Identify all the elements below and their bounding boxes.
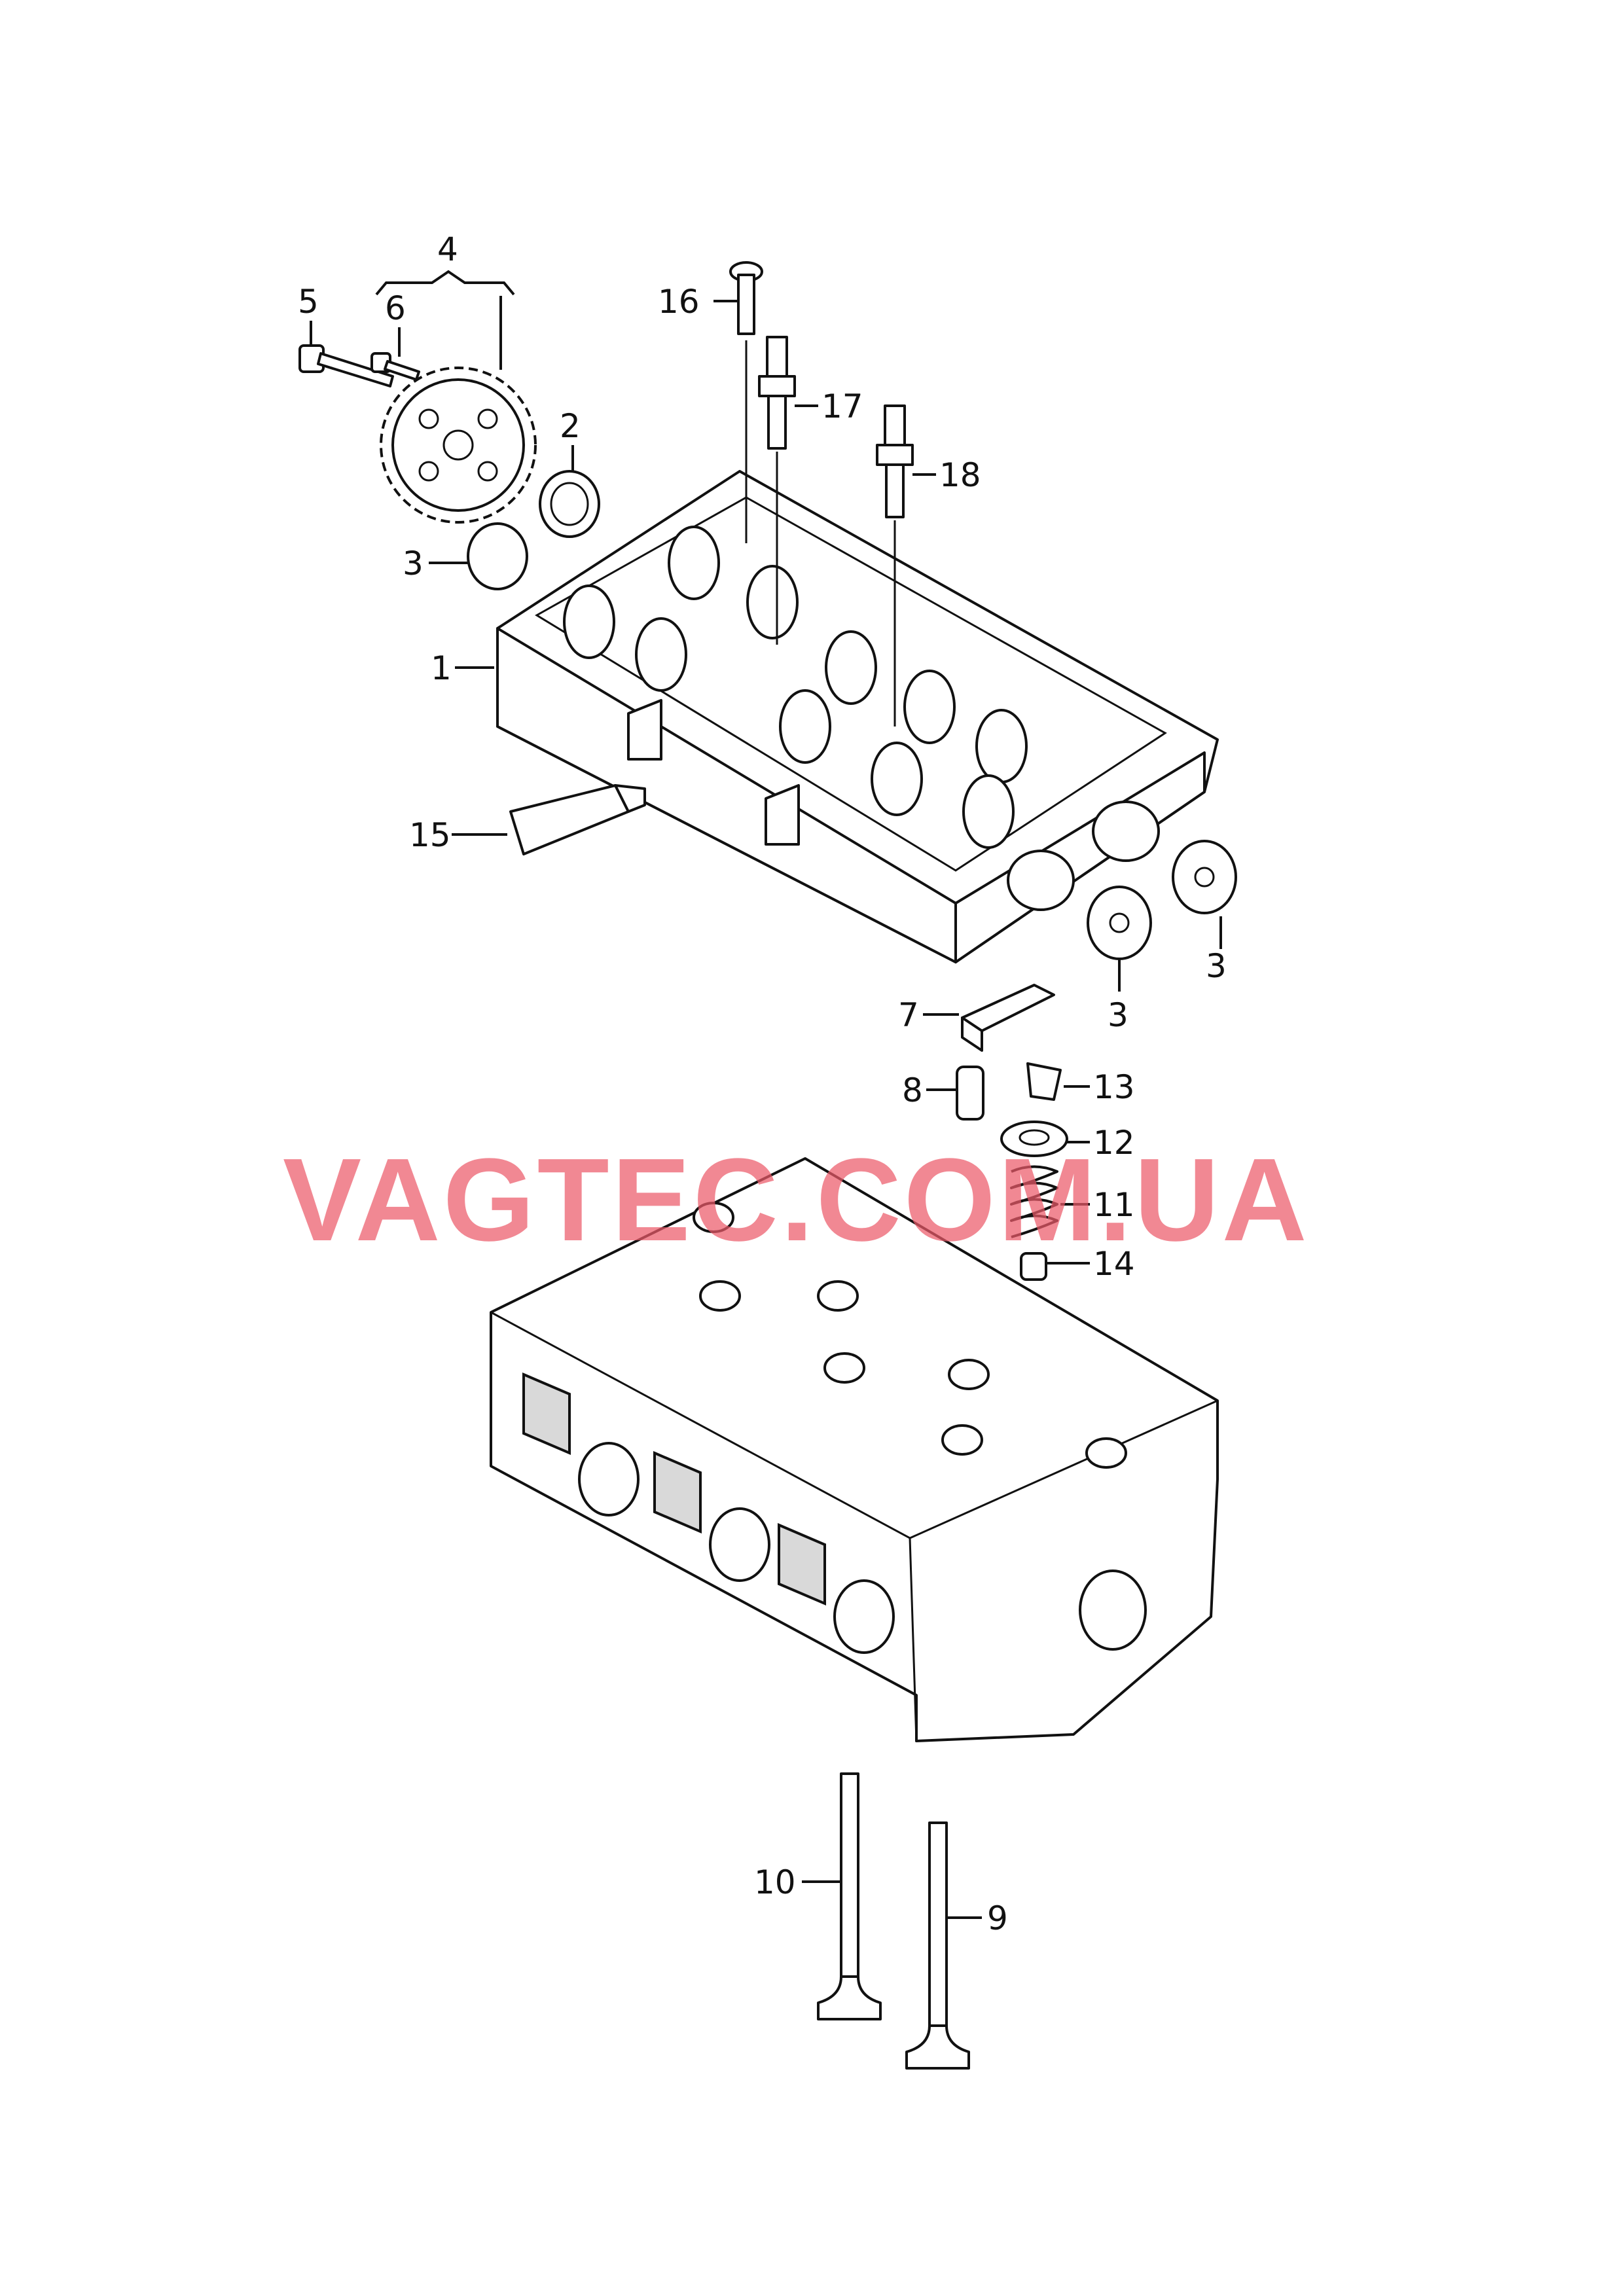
callout-7: 7 [898,996,919,1034]
camshaft-sprocket [380,367,537,524]
callout-9: 9 [987,1899,1008,1937]
valve-spring-retainer [1000,1121,1068,1157]
camshaft-housing [496,470,1219,963]
callout-18: 18 [939,456,981,494]
cylinder-head [490,1157,1219,1742]
callout-3-front: 3 [403,545,424,583]
bolt-16 [729,261,763,543]
callout-3-rear-left: 3 [1108,996,1128,1034]
roller-rocker-arm [961,984,1055,1052]
valve-spring [1010,1165,1058,1238]
callout-14: 14 [1093,1245,1135,1283]
stud-bolt-17 [758,336,796,645]
exhaust-valve [905,1821,970,2070]
camshaft-lobes [563,526,1028,849]
callout-10: 10 [754,1863,796,1901]
intake-valve [817,1772,882,2020]
callout-4: 4 [437,230,458,268]
callout-1: 1 [431,649,452,687]
callout-17: 17 [821,387,863,425]
callout-16: 16 [658,283,700,321]
callout-13: 13 [1093,1068,1135,1106]
sealant-tube [509,784,646,855]
valve-stem-seal [1020,1252,1047,1281]
hydraulic-lifter [956,1066,984,1121]
callout-5: 5 [298,283,319,321]
callout-labels: 4 5 6 16 17 2 18 3 1 15 3 7 3 13 8 12 11… [298,230,1227,1937]
callout-11: 11 [1093,1186,1135,1224]
sealing-cap-rear-1 [1087,886,1152,960]
sealing-cap-front [467,522,528,590]
sealing-cap-rear-2 [1172,840,1237,914]
watermark: VAGTEC.COM.UA [283,1134,1310,1266]
valve-cotter [1026,1062,1062,1101]
callout-6: 6 [385,289,406,327]
sprocket-screw [370,352,420,381]
stud-bolt-18 [876,404,914,726]
callout-2: 2 [560,407,581,445]
callout-3-rear-right: 3 [1206,947,1227,985]
shaft-seal [539,470,600,538]
leader-lines [310,270,1222,1919]
callout-8: 8 [902,1071,923,1109]
callout-15: 15 [409,816,451,854]
callout-12: 12 [1093,1124,1135,1162]
